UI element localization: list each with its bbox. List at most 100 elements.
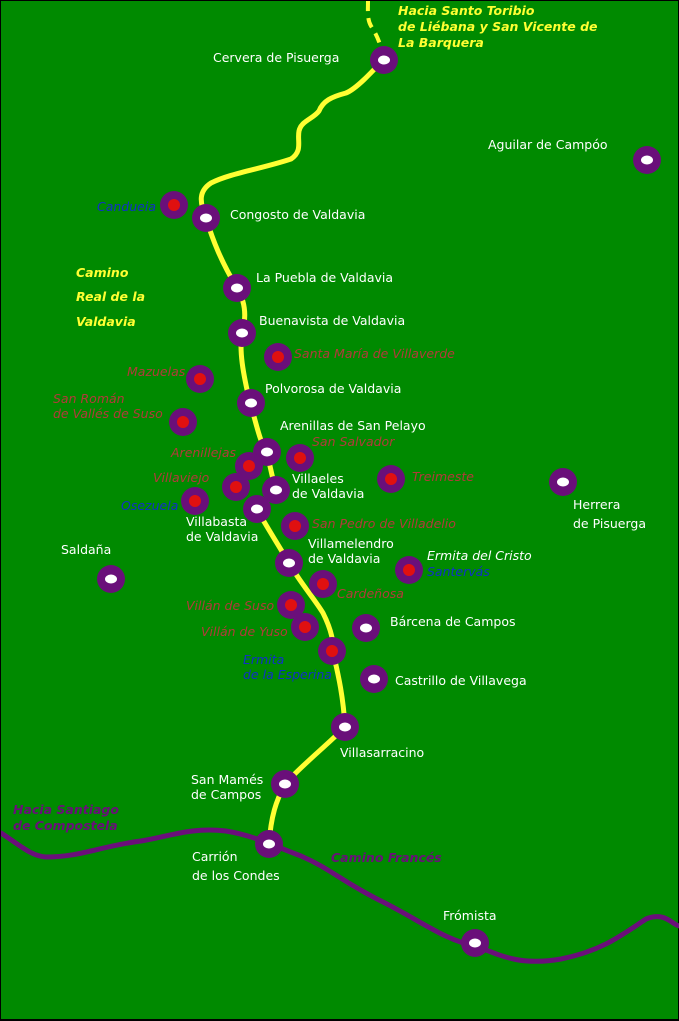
site-marker-sanpedro[interactable] — [281, 512, 309, 540]
town-marker-barcena-dot — [360, 623, 372, 633]
site-marker-cardeñosa[interactable] — [309, 570, 337, 598]
map-title-line1: Camino — [76, 265, 129, 280]
town-marker-cervera-dot — [378, 55, 390, 65]
site-label-villansuso: Villán de Suso — [186, 598, 274, 613]
direction-santiago-line1: Hacia Santiago — [13, 802, 119, 817]
town-label2-villaeles: de Valdavia — [292, 486, 364, 501]
town-label-sanmames: San Mamés — [191, 772, 263, 787]
direction-north-line1: Hacia Santo Toribio — [398, 3, 535, 18]
site-marker-sanroman-dot — [177, 416, 189, 428]
town-label-fromista: Frómista — [443, 908, 497, 923]
site-marker-ermitaesperina-dot — [326, 645, 338, 657]
site-label-candueia: Candueia — [97, 199, 156, 214]
site-marker-arenillejas-dot — [243, 460, 255, 472]
town-marker-villasarracino-dot — [339, 722, 351, 732]
site-marker-villanyuso[interactable] — [291, 613, 319, 641]
north-dashed-road — [365, 1, 386, 60]
town-label-villabasta: Villabasta — [186, 514, 247, 529]
town-label-villaeles: Villaeles — [292, 471, 344, 486]
direction-north-line3: La Barquera — [398, 35, 484, 50]
site-label-santamaria: Santa María de Villaverde — [294, 346, 455, 361]
town-marker-puebla-dot — [231, 283, 243, 293]
site-marker-treimeste-dot — [385, 473, 397, 485]
site-marker-sansalvador[interactable] — [286, 444, 314, 472]
site-label2-ermitaesperina: de la Esperina — [243, 667, 332, 682]
site-label-sanpedro: San Pedro de Villadelio — [312, 516, 456, 531]
town-marker-villasarracino[interactable] — [331, 713, 359, 741]
site-marker-villansuso[interactable] — [277, 591, 305, 619]
direction-santiago-line2: de Compostela — [13, 818, 118, 833]
site-label2-ermitacristo: Santervás — [427, 564, 490, 579]
town-marker-cervera[interactable] — [370, 46, 398, 74]
site-label-ermitaesperina: Ermita — [243, 652, 284, 667]
site-label-ermitacristo: Ermita del Cristo — [427, 548, 532, 563]
site-label-treimeste: Treimeste — [412, 469, 474, 484]
town-marker-villabasta[interactable] — [243, 495, 271, 523]
site-marker-sanpedro-dot — [289, 520, 301, 532]
town-label2-villabasta: de Valdavia — [186, 529, 258, 544]
site-marker-santamaria[interactable] — [264, 343, 292, 371]
site-marker-villanyuso-dot — [299, 621, 311, 633]
town-marker-polvorosa[interactable] — [237, 389, 265, 417]
site-marker-treimeste[interactable] — [377, 465, 405, 493]
town-label-herrera: Herrera — [573, 497, 620, 512]
site-marker-villansuso-dot — [285, 599, 297, 611]
town-label-saldana: Saldaña — [61, 542, 111, 557]
town-marker-herrera[interactable] — [549, 468, 577, 496]
site-marker-mazuelas-dot — [194, 373, 206, 385]
town-marker-polvorosa-dot — [245, 398, 257, 408]
town-marker-buenavista[interactable] — [228, 319, 256, 347]
town-marker-carrion[interactable] — [255, 830, 283, 858]
camino-frances-road — [1, 827, 679, 964]
town-marker-castrillo[interactable] — [360, 665, 388, 693]
site-marker-osezuela[interactable] — [181, 487, 209, 515]
site-label2-sanroman: de Vallés de Suso — [53, 406, 163, 421]
town-marker-saldana-dot — [105, 574, 117, 584]
town-marker-fromista-dot — [469, 938, 481, 948]
town-marker-congosto-dot — [200, 213, 212, 223]
town-label-congosto: Congosto de Valdavia — [230, 207, 365, 222]
town-label-buenavista: Buenavista de Valdavia — [259, 313, 405, 328]
site-marker-ermitacristo[interactable] — [395, 556, 423, 584]
site-label-cardeñosa: Cardeñosa — [337, 586, 404, 601]
town-marker-fromista[interactable] — [461, 929, 489, 957]
site-label-villavieco: Villaviejo — [153, 470, 210, 485]
town-marker-villaeles[interactable] — [262, 476, 290, 504]
site-marker-villavieco[interactable] — [222, 473, 250, 501]
site-marker-villavieco-dot — [230, 481, 242, 493]
town-marker-aguilar-dot — [641, 155, 653, 165]
site-marker-ermitaesperina[interactable] — [318, 637, 346, 665]
town-marker-saldana[interactable] — [97, 565, 125, 593]
town-marker-sanmames[interactable] — [271, 770, 299, 798]
town-label-puebla: La Puebla de Valdavia — [256, 270, 393, 285]
town-label2-sanmames: de Campos — [191, 787, 261, 802]
town-label2-carrion: de los Condes — [192, 868, 280, 883]
map-title-line2: Real de la — [76, 289, 145, 304]
site-marker-mazuelas[interactable] — [186, 365, 214, 393]
town-marker-aguilar[interactable] — [633, 146, 661, 174]
town-marker-puebla[interactable] — [223, 274, 251, 302]
site-marker-ermitacristo-dot — [403, 564, 415, 576]
town-label-castrillo: Castrillo de Villavega — [395, 673, 527, 688]
town-marker-buenavista-dot — [236, 328, 248, 338]
town-marker-villamelendro-dot — [283, 558, 295, 568]
site-marker-candueia[interactable] — [160, 191, 188, 219]
site-label-arenillejas: Arenillejas — [170, 445, 237, 460]
markers-layer — [97, 46, 661, 957]
site-marker-osezuela-dot — [189, 495, 201, 507]
town-marker-castrillo-dot — [368, 674, 380, 684]
town-marker-congosto[interactable] — [192, 204, 220, 232]
town-label2-herrera: de Pisuerga — [573, 516, 646, 531]
site-marker-sanroman[interactable] — [169, 408, 197, 436]
site-label-osezuela: Osezuela — [121, 498, 178, 513]
town-marker-barcena[interactable] — [352, 614, 380, 642]
site-marker-arenillejas[interactable] — [235, 452, 263, 480]
site-marker-sansalvador-dot — [294, 452, 306, 464]
town-marker-herrera-dot — [557, 477, 569, 487]
town-marker-arenillas-dot — [261, 447, 273, 457]
direction-north-line2: de Liébana y San Vicente de — [398, 19, 598, 34]
town-marker-villamelendro[interactable] — [275, 549, 303, 577]
